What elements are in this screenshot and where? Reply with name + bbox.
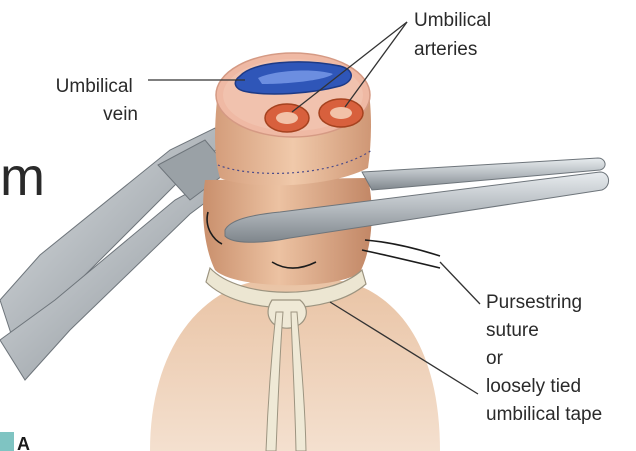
label-vein-line2: vein <box>103 104 138 125</box>
label-suture-line2: suture <box>486 320 539 341</box>
label-suture-line1: Pursestring <box>486 292 582 313</box>
label-suture: Pursestring suture or loosely tied umbil… <box>486 292 602 425</box>
label-arteries-line1: Umbilical <box>414 10 491 31</box>
panel-label: A <box>17 434 30 451</box>
label-arteries-line2: arteries <box>414 39 477 60</box>
umbilical-artery-right <box>319 99 363 127</box>
label-suture-line4: loosely tied <box>486 376 581 397</box>
panel-marker <box>0 432 14 451</box>
label-umbilical-vein: Umbilical vein <box>56 76 138 125</box>
partial-word: m <box>0 147 45 207</box>
leader-suture-1 <box>440 262 480 304</box>
leader-artery-right <box>345 22 407 107</box>
label-umbilical-arteries: Umbilical arteries <box>414 10 496 60</box>
umbilical-artery-left <box>265 104 309 132</box>
label-vein-line1: Umbilical <box>56 76 133 97</box>
label-suture-line5: umbilical tape <box>486 404 602 425</box>
label-suture-line3: or <box>486 348 504 369</box>
